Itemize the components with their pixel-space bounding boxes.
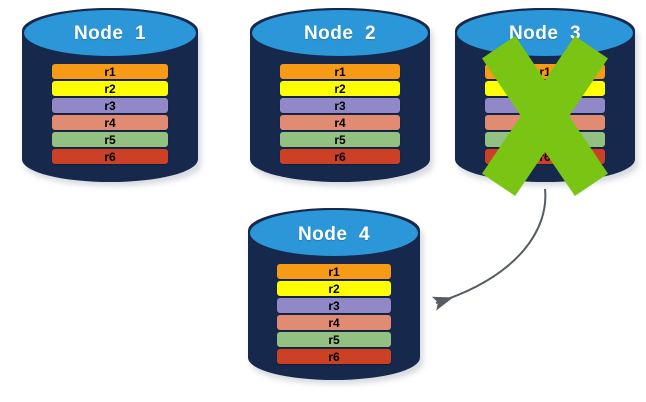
table-row[interactable]: r5 — [280, 132, 400, 147]
row-label: r6 — [328, 349, 340, 364]
table-row[interactable]: r3 — [52, 98, 168, 113]
node-4[interactable]: Node 4 r1 r2 r3 r4 r5 r6 — [248, 208, 423, 384]
node-1-label: Node 1 — [73, 23, 147, 44]
node-2-label: Node 2 — [303, 23, 377, 44]
table-row[interactable]: r5 — [277, 332, 391, 347]
row-label: r4 — [334, 115, 346, 130]
row-label: r4 — [328, 315, 340, 330]
table-row[interactable]: r4 — [277, 315, 391, 330]
table-row[interactable]: r6 — [280, 149, 400, 164]
node-3-cylinder-top — [455, 8, 635, 58]
row-label: r2 — [328, 281, 340, 296]
node-1[interactable]: Node 1 r1 r2 r3 r4 r5 r6 — [22, 8, 201, 186]
failover-arrow-path — [431, 188, 547, 311]
node-1-rows: r1 r2 r3 r4 r5 r6 — [52, 64, 168, 164]
row-label: r2 — [104, 81, 116, 96]
table-row[interactable]: r6 — [52, 149, 168, 164]
node-2-rows: r1 r2 r3 r4 r5 r6 — [280, 64, 400, 164]
row-label: r1 — [328, 264, 340, 279]
row-label: r3 — [104, 98, 116, 113]
table-row[interactable]: r6 — [277, 349, 391, 364]
node-3-label: Node 3 — [508, 23, 582, 44]
table-row[interactable]: r5 — [52, 132, 168, 147]
node-4-cylinder-top — [248, 208, 420, 258]
node-4-label: Node 4 — [297, 224, 371, 245]
table-row[interactable]: r1 — [277, 264, 391, 279]
table-row[interactable]: r3 — [280, 98, 400, 113]
row-label: r1 — [104, 64, 116, 79]
table-row[interactable]: r2 — [277, 281, 391, 296]
row-label: r6 — [104, 149, 116, 164]
row-label: r2 — [334, 81, 346, 96]
table-row[interactable]: r3 — [277, 298, 391, 313]
node-2[interactable]: Node 2 r1 r2 r3 r4 r5 r6 — [250, 8, 433, 186]
row-label: r6 — [539, 149, 551, 164]
row-label: r1 — [334, 64, 346, 79]
row-label: r3 — [334, 98, 346, 113]
node-4-rows: r1 r2 r3 r4 r5 r6 — [277, 264, 391, 364]
node-2-cylinder-top — [250, 8, 430, 58]
row-label: r3 — [328, 298, 340, 313]
table-row[interactable]: r4 — [52, 115, 168, 130]
row-label: r5 — [328, 332, 340, 347]
table-row[interactable]: r2 — [280, 81, 400, 96]
table-row[interactable]: r1 — [280, 64, 400, 79]
row-label: r5 — [334, 132, 346, 147]
node-1-cylinder-top — [22, 8, 198, 58]
row-label: r5 — [104, 132, 116, 147]
row-label: r6 — [334, 149, 346, 164]
table-row[interactable]: r2 — [52, 81, 168, 96]
cross-out-mark — [482, 36, 608, 196]
table-row[interactable]: r1 — [52, 64, 168, 79]
table-row[interactable]: r4 — [280, 115, 400, 130]
row-label: r1 — [539, 64, 551, 79]
row-label: r4 — [104, 115, 116, 130]
